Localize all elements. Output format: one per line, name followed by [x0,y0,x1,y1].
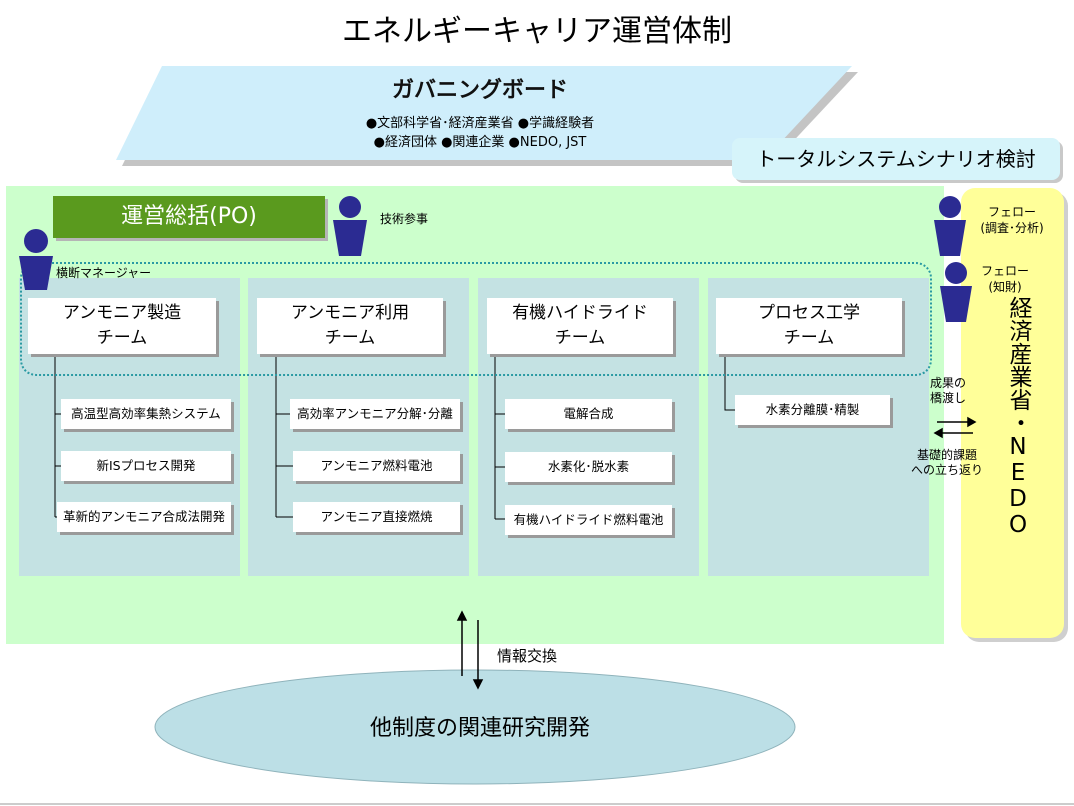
subproject-item: 有機ハイドライド燃料電池 [505,505,672,535]
page-title: エネルギーキャリア運営体制 [342,14,732,49]
connector-team-2 [275,354,293,518]
team-ammonia-production: アンモニア製造 チーム [28,298,216,354]
team-name: 有機ハイドライド [512,303,648,323]
fellow-research-label: フェロー (調査･分析) [972,204,1052,236]
total-system-scenario-box: トータルシステムシナリオ検討 [732,138,1060,180]
person-icon [333,196,367,256]
cross-team-outline [20,262,932,376]
governing-board-members-1: ●文部科学省･経済産業省 ●学識経験者 [365,116,595,131]
team-name: アンモニア利用 [290,303,410,323]
bridge-line: 成果の [929,376,966,390]
team-suffix: チーム [554,328,606,348]
return-to-basics-label: 基礎的課題 への立ち返り [905,448,989,478]
team-name: アンモニア製造 [62,303,182,323]
bridge-line: 橋渡し [929,391,966,405]
subproject-item: 電解合成 [505,399,672,429]
connector-team-4 [724,354,735,411]
fellow-title: フェロー [987,205,1036,219]
return-line: への立ち返り [910,463,983,477]
fellow-ip-label: フェロー (知財) [975,263,1035,295]
team-suffix: チーム [96,328,148,348]
team-process-engineering: プロセス工学 チーム [716,298,902,354]
subproject-item: アンモニア燃料電池 [293,451,460,481]
subproject-item: 革新的アンモニア合成法開発 [57,502,231,532]
ministry-label: 経済産業省・NEDO [1005,296,1031,538]
connector-team-1 [54,354,64,518]
subproject-item: 新ISプロセス開発 [61,451,231,481]
info-exchange-arrows [456,610,484,690]
fellow-title: フェロー [980,264,1029,278]
governing-board-shape [116,66,852,160]
program-officer-box: 運営総括(PO) [53,196,325,238]
related-rd-label: 他制度の関連研究開発 [369,716,590,741]
fellow-role: (知財) [988,280,1022,294]
bridge-results-label: 成果の 橋渡し [918,376,978,406]
governing-board-title: ガバニングボード [391,78,568,103]
ministry-panel [961,188,1064,638]
bridge-arrows [933,416,977,439]
team-organic-hydride: 有機ハイドライド チーム [487,298,673,354]
subproject-item: 高温型高効率集熱システム [61,399,231,429]
subproject-item: 高効率アンモニア分解･分離 [290,399,460,429]
team-suffix: チーム [783,328,835,348]
related-rd-ellipse [154,669,796,785]
subproject-item: アンモニア直接燃焼 [293,502,460,532]
team-ammonia-use: アンモニア利用 チーム [257,298,443,354]
governing-board-members-2: ●経済団体 ●関連企業 ●NEDO, JST [373,135,587,150]
return-line: 基礎的課題 [916,448,977,462]
person-icon [19,229,53,290]
person-icon [940,262,972,322]
technical-advisor-label: 技術参事 [380,212,429,226]
connector-team-3 [494,354,505,520]
info-exchange-label: 情報交換 [497,647,558,665]
subproject-item: 水素化･脱水素 [505,452,672,482]
cross-manager-label: 横断マネージャー [56,266,152,280]
subproject-item: 水素分離膜･精製 [735,395,890,425]
team-name: プロセス工学 [758,303,860,323]
fellow-role: (調査･分析) [980,221,1044,235]
person-icon [934,196,966,256]
team-suffix: チーム [324,328,376,348]
